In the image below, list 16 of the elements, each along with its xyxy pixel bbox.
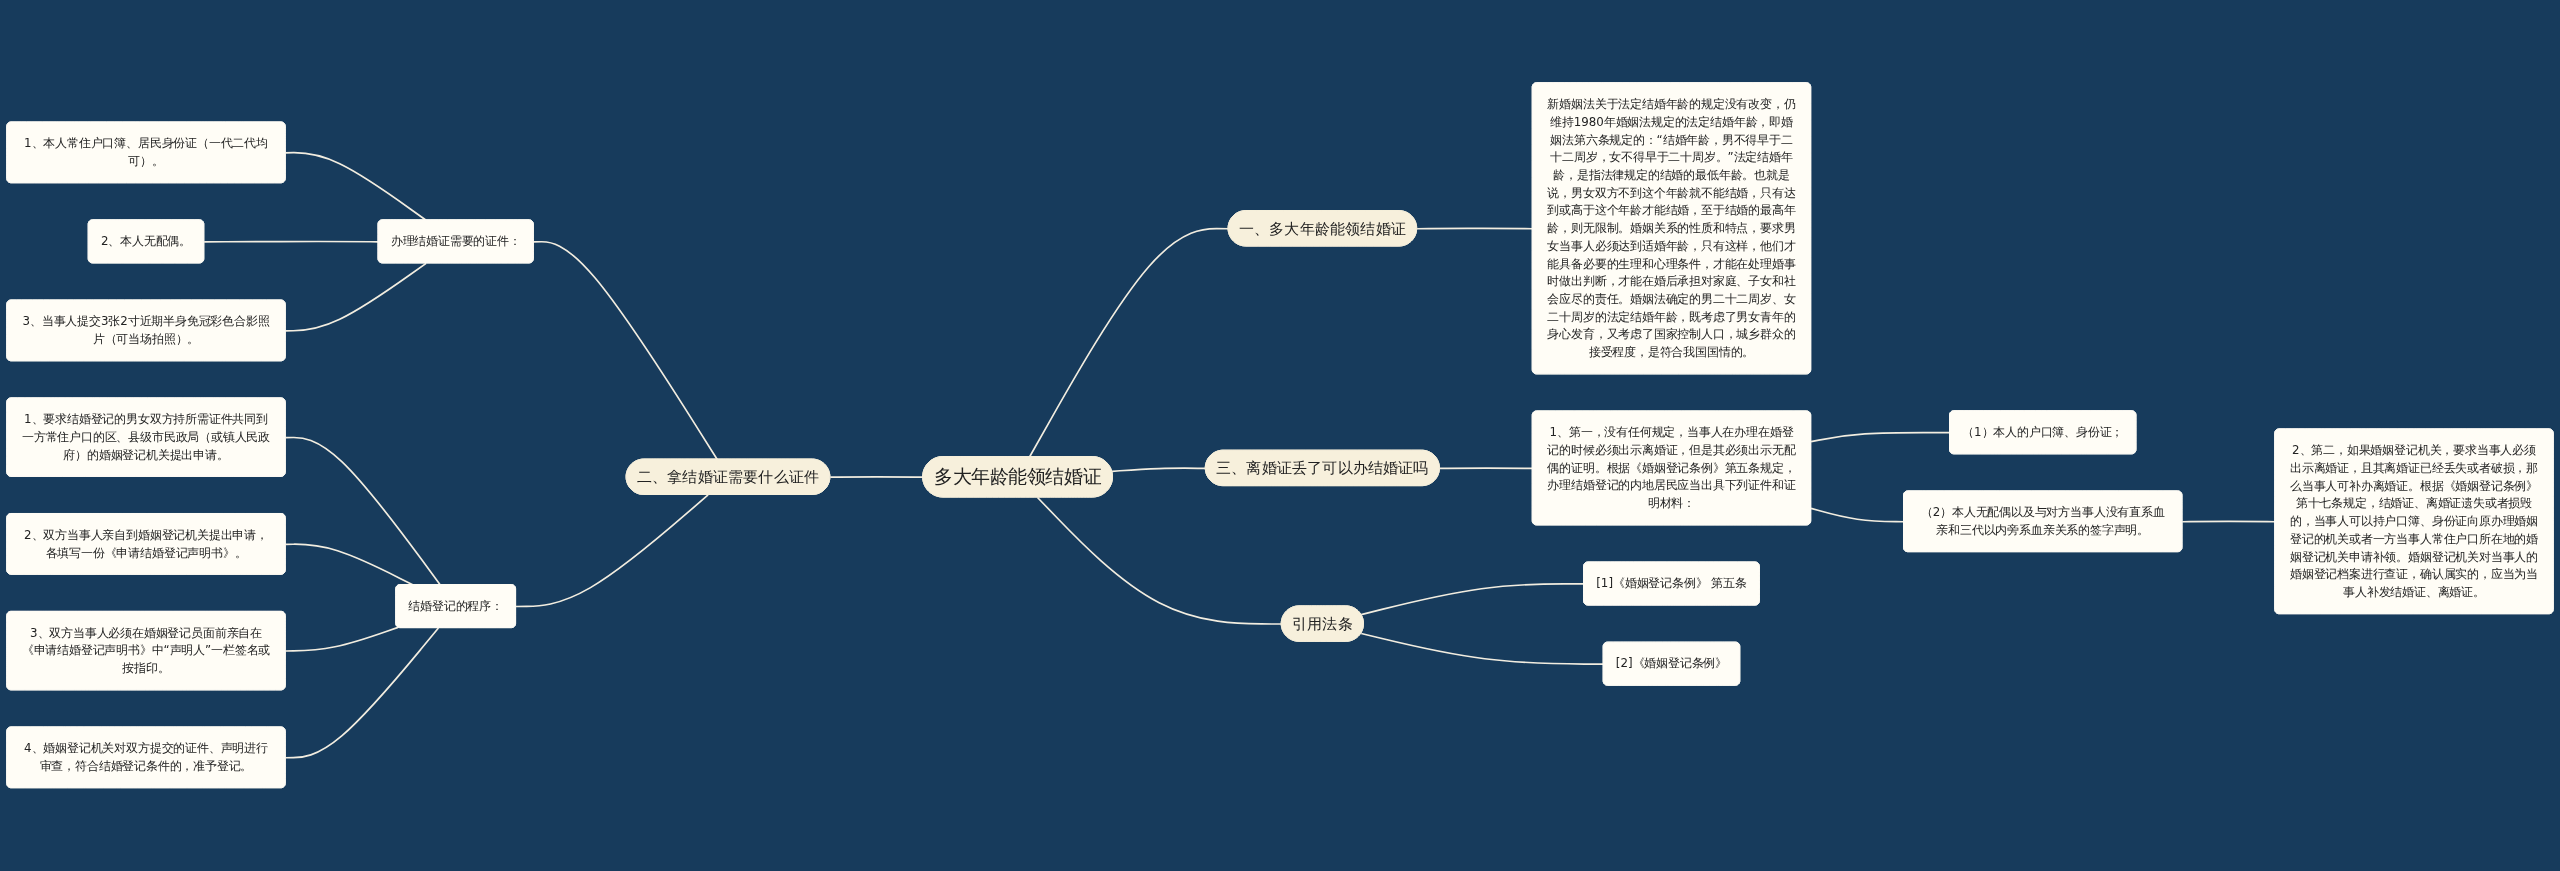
connector <box>532 241 719 461</box>
connector <box>1360 583 1585 616</box>
connector <box>284 262 427 332</box>
connector <box>203 240 380 243</box>
connector <box>515 494 709 608</box>
connector <box>1111 467 1207 473</box>
connector <box>1360 632 1605 666</box>
connector <box>1810 432 1951 443</box>
connector <box>284 627 440 759</box>
connector <box>1810 507 1905 523</box>
connector <box>1416 227 1534 230</box>
connector <box>1439 467 1534 470</box>
connector <box>1036 496 1283 626</box>
connector <box>829 476 924 479</box>
connector <box>284 626 399 653</box>
connector <box>284 152 427 222</box>
